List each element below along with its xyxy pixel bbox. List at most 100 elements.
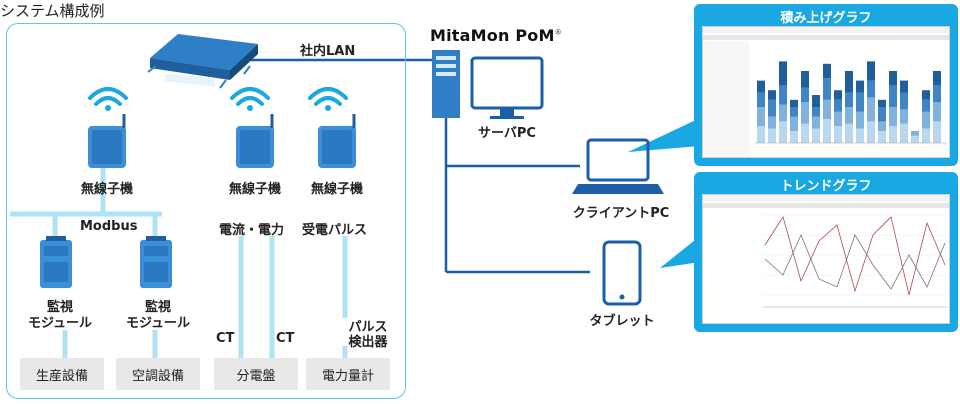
thumbnail-bar-segment bbox=[790, 99, 798, 107]
thumbnail-bar-segment bbox=[889, 71, 897, 86]
server-brand: MitaMon PoM® bbox=[430, 26, 562, 45]
thumbnail-bar-segment bbox=[823, 99, 831, 119]
thumbnail-bar-segment bbox=[823, 119, 831, 143]
thumbnail-bar-segment bbox=[867, 80, 875, 98]
trend-graph-panel: トレンドグラフ bbox=[694, 172, 958, 332]
thumbnail-bar-segment bbox=[900, 80, 908, 93]
thumbnail-bar-segment bbox=[845, 107, 853, 124]
trend-graph-screenshot bbox=[702, 194, 950, 324]
equipment-air-conditioning: 空調設備 bbox=[116, 358, 200, 390]
thumbnail-bar-segment bbox=[779, 104, 787, 122]
thumbnail-bar-segment bbox=[757, 126, 765, 143]
thumbnail-bar-segment bbox=[768, 128, 776, 143]
thumbnail-bar-segment bbox=[900, 109, 908, 124]
thumbnail-bar-segment bbox=[933, 85, 941, 103]
thumbnail-bar-segment bbox=[922, 90, 930, 100]
thumbnail-bar-segment bbox=[812, 107, 820, 117]
thumbnail-bar-segment bbox=[757, 92, 765, 107]
thumbnail-bar-segment bbox=[900, 123, 908, 143]
thumbnail-bar-segment bbox=[856, 80, 864, 93]
monitor-module-1-line2: モジュール bbox=[27, 316, 93, 331]
thumbnail-bar-segment bbox=[823, 63, 831, 79]
thumbnail-bar-segment bbox=[922, 111, 930, 129]
thumbnail-bar-segment bbox=[856, 111, 864, 129]
stacked-graph-panel: 積み上げグラフ bbox=[694, 4, 958, 166]
equipment-power-meter: 電力量計 bbox=[306, 358, 390, 390]
thumbnail-bar-segment bbox=[812, 128, 820, 143]
thumbnail-bar-segment bbox=[889, 85, 897, 107]
wireless-unit-label-2: 無線子機 bbox=[228, 182, 281, 197]
thumbnail-bar-segment bbox=[856, 92, 864, 112]
thumbnail-bar-segment bbox=[878, 99, 886, 107]
thumbnail-bar-segment bbox=[845, 123, 853, 143]
thumbnail-bar-segment bbox=[900, 92, 908, 110]
system-boundary bbox=[6, 23, 406, 399]
thumbnail-bar-segment bbox=[889, 107, 897, 127]
equipment-production: 生産設備 bbox=[20, 358, 104, 390]
thumbnail-bar-segment bbox=[768, 116, 776, 129]
monitor-module-2-line1: 監視 bbox=[144, 300, 171, 315]
thumbnail-bar-segment bbox=[801, 87, 809, 103]
thumbnail-bar-segment bbox=[867, 61, 875, 81]
current-power-label: 電流・電力 bbox=[219, 223, 285, 238]
monitor-module-2-line2: モジュール bbox=[125, 316, 191, 331]
trend-graph-title: トレンドグラフ bbox=[780, 179, 872, 194]
thumbnail-bar-segment bbox=[911, 131, 919, 136]
thumbnail-bar-segment bbox=[768, 99, 776, 117]
thumbnail-bar-segment bbox=[834, 126, 842, 143]
stacked-graph-thumbnail bbox=[703, 27, 949, 157]
monitor-module-1-line1: 監視 bbox=[46, 300, 73, 315]
thumbnail-bar-segment bbox=[801, 71, 809, 88]
thumbnail-bar-segment bbox=[845, 92, 853, 107]
ct-label-2: CT bbox=[276, 331, 295, 346]
thumbnail-bar-segment bbox=[801, 102, 809, 124]
thumbnail-bar-segment bbox=[856, 128, 864, 143]
thumbnail-bar-segment bbox=[779, 61, 787, 86]
lan-label: 社内LAN bbox=[300, 44, 356, 59]
thumbnail-bar-segment bbox=[801, 123, 809, 143]
thumbnail-bar-segment bbox=[911, 135, 919, 143]
equipment-distribution-board: 分電盤 bbox=[214, 358, 298, 390]
thumbnail-bar-segment bbox=[768, 90, 776, 100]
thumbnail-bar-segment bbox=[933, 121, 941, 143]
thumbnail-bar-segment bbox=[878, 107, 886, 122]
thumbnail-bar-segment bbox=[790, 107, 798, 117]
thumbnail-bar-segment bbox=[779, 121, 787, 143]
thumbnail-bar-segment bbox=[757, 107, 765, 127]
stacked-graph-title: 積み上げグラフ bbox=[780, 11, 872, 26]
pulse-receive-label: 受電パルス bbox=[302, 223, 368, 238]
tablet-label: タブレット bbox=[589, 314, 655, 329]
thumbnail-bar-segment bbox=[834, 99, 842, 112]
thumbnail-bar-segment bbox=[779, 85, 787, 105]
thumbnail-bar-segment bbox=[878, 131, 886, 143]
thumbnail-bar-segment bbox=[889, 126, 897, 143]
pulse-detector-line1: パルス bbox=[348, 320, 388, 335]
thumbnail-bar-segment bbox=[867, 97, 875, 122]
client-pc-label: クライアントPC bbox=[572, 206, 670, 221]
pulse-detector-line2: 検出器 bbox=[348, 335, 388, 350]
thumbnail-bar-segment bbox=[922, 128, 930, 143]
diagram-title: システム構成例 bbox=[0, 2, 105, 20]
thumbnail-bar-segment bbox=[757, 80, 765, 93]
thumbnail-bar-segment bbox=[933, 71, 941, 86]
thumbnail-bar-segment bbox=[823, 78, 831, 100]
thumbnail-bar-segment bbox=[812, 95, 820, 107]
wireless-unit-label-1: 無線子機 bbox=[80, 182, 133, 197]
thumbnail-bar-segment bbox=[790, 131, 798, 143]
thumbnail-bar-segment bbox=[834, 111, 842, 127]
stacked-graph-screenshot bbox=[702, 26, 950, 158]
thumbnail-bar-segment bbox=[867, 121, 875, 143]
thumbnail-bar-segment bbox=[845, 71, 853, 93]
thumbnail-bar-segment bbox=[812, 116, 820, 129]
thumbnail-bar-segment bbox=[834, 90, 842, 100]
thumbnail-bar-segment bbox=[878, 121, 886, 131]
modbus-label: Modbus bbox=[80, 219, 138, 234]
thumbnail-bar-segment bbox=[922, 99, 930, 112]
